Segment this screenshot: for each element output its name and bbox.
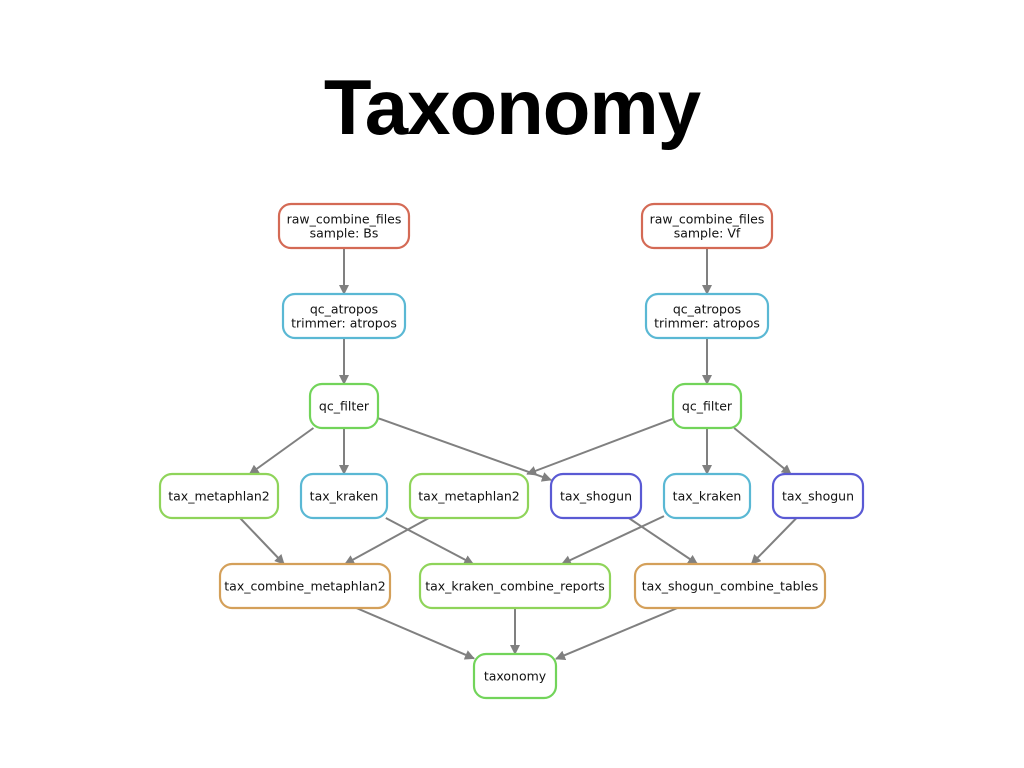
edge-qc_filter_bs-to-shogun_1 (377, 417, 552, 482)
edge-kraken_1-to-combine_kraken (385, 517, 475, 565)
node-metaphlan_1: tax_metaphlan2 (158, 472, 280, 520)
node-box (472, 652, 558, 700)
node-box (671, 382, 743, 430)
node-label: trimmer: atropos (291, 316, 397, 331)
node-kraken_1: tax_kraken (299, 472, 389, 520)
node-combine_metaphlan: tax_combine_metaphlan2 (218, 562, 392, 610)
edge-combine_metaphlan-to-taxonomy (355, 607, 475, 660)
node-box (218, 562, 392, 610)
node-box (640, 202, 774, 250)
node-box (281, 292, 407, 340)
node-box (771, 472, 865, 520)
edge-shogun_2-to-combine_shogun (750, 517, 798, 565)
node-label: raw_combine_files (287, 212, 402, 227)
node-label: qc_filter (319, 399, 370, 414)
node-shogun_2: tax_shogun (771, 472, 865, 520)
node-label: qc_filter (682, 399, 733, 414)
node-box (633, 562, 827, 610)
edge-qc_filter_vf-to-metaphlan_2 (526, 417, 674, 476)
edges-layer (239, 248, 798, 660)
edge-qc_filter_bs-to-metaphlan_1 (248, 427, 315, 475)
node-box (549, 472, 643, 520)
edge-metaphlan_1-to-combine_metaphlan (239, 517, 285, 565)
node-combine_shogun: tax_shogun_combine_tables (633, 562, 827, 610)
node-label: tax_metaphlan2 (418, 489, 520, 504)
node-label: tax_metaphlan2 (168, 489, 270, 504)
node-metaphlan_2: tax_metaphlan2 (408, 472, 530, 520)
node-label: taxonomy (484, 669, 547, 684)
node-box (418, 562, 612, 610)
node-box (158, 472, 280, 520)
node-label: tax_kraken_combine_reports (425, 579, 605, 594)
node-label: tax_kraken (673, 489, 742, 504)
node-kraken_2: tax_kraken (662, 472, 752, 520)
node-qc_filter_bs: qc_filter (308, 382, 380, 430)
edge-kraken_2-to-combine_kraken (561, 515, 665, 565)
node-label: qc_atropos (310, 302, 378, 317)
edge-combine_shogun-to-taxonomy (555, 607, 678, 660)
node-shogun_1: tax_shogun (549, 472, 643, 520)
node-taxonomy: taxonomy (472, 652, 558, 700)
node-box (299, 472, 389, 520)
node-box (644, 292, 770, 340)
slide-title: Taxonomy (323, 63, 701, 151)
node-label: sample: Vf (674, 226, 741, 241)
node-combine_kraken: tax_kraken_combine_reports (418, 562, 612, 610)
node-label: tax_shogun_combine_tables (642, 579, 818, 594)
node-box (277, 202, 411, 250)
node-label: tax_kraken (310, 489, 379, 504)
edge-qc_filter_vf-to-shogun_2 (733, 427, 792, 475)
node-label: raw_combine_files (650, 212, 765, 227)
node-label: tax_shogun (560, 489, 632, 504)
edge-metaphlan_2-to-combine_metaphlan (344, 517, 430, 565)
node-label: sample: Bs (310, 226, 379, 241)
node-box (308, 382, 380, 430)
edge-shogun_1-to-combine_shogun (628, 517, 699, 565)
node-label: qc_atropos (673, 302, 741, 317)
node-box (408, 472, 530, 520)
node-box (662, 472, 752, 520)
node-label: tax_shogun (782, 489, 854, 504)
node-label: trimmer: atropos (654, 316, 760, 331)
node-qc_filter_vf: qc_filter (671, 382, 743, 430)
node-label: tax_combine_metaphlan2 (224, 579, 385, 594)
